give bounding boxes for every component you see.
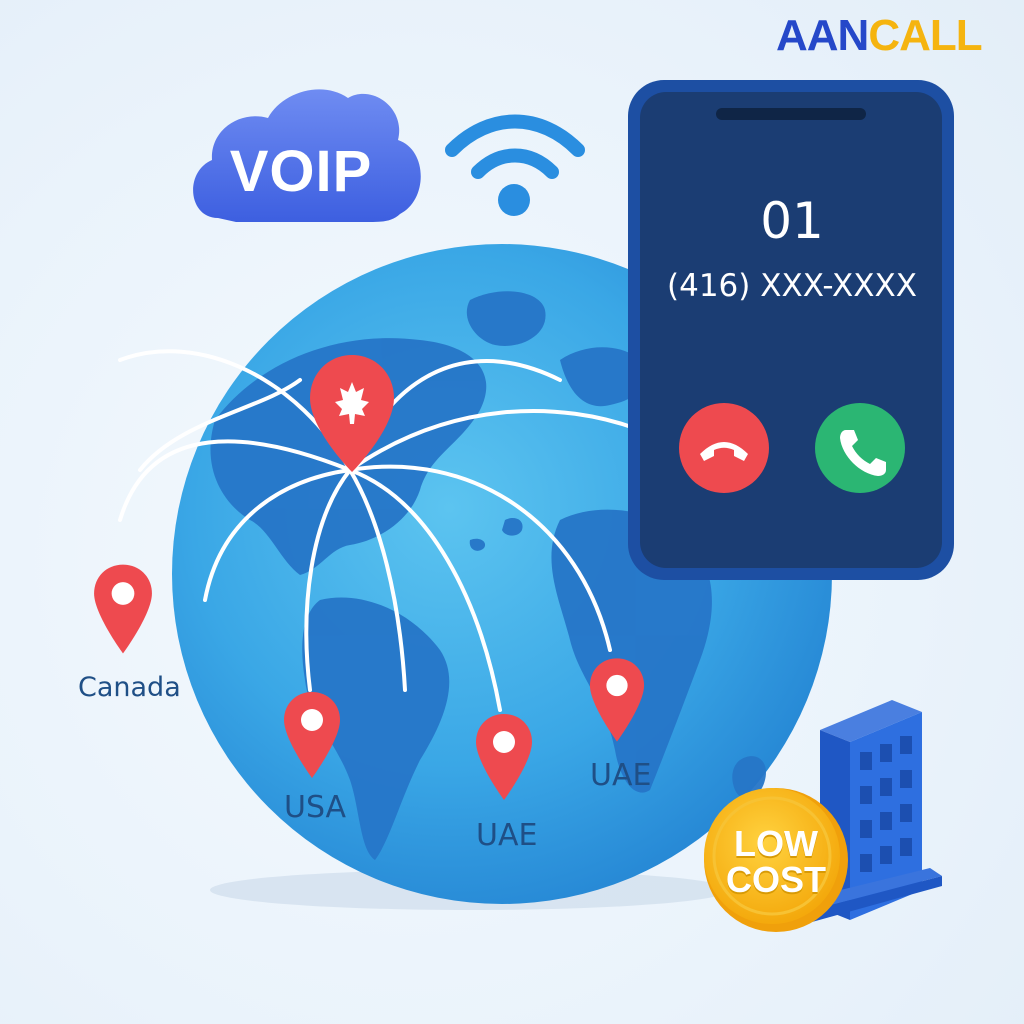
badge-line1: LOW <box>734 823 818 864</box>
caller-number: (416) XXX-XXXX <box>667 268 917 304</box>
location-label-usa: USA <box>284 790 347 825</box>
canada-pin-icon <box>94 564 152 654</box>
phone-hangup-icon <box>700 442 748 461</box>
location-label-uae: UAE <box>476 818 538 853</box>
brand-logo: AANCALL <box>776 10 983 62</box>
decline-call-button[interactable] <box>679 403 769 493</box>
logo-part2: CALL <box>868 11 982 60</box>
badge-line2: COST <box>725 859 826 900</box>
low-cost-badge <box>704 788 848 932</box>
caller-code: 01 <box>760 192 824 250</box>
smartphone <box>628 80 954 580</box>
logo-part1: AAN <box>776 11 869 60</box>
location-label-canada: Canada <box>78 672 181 703</box>
location-label-uae-2: UAE <box>590 758 652 793</box>
phone-answer-icon <box>840 430 886 476</box>
cloud-label: VOIP <box>229 139 373 204</box>
accept-call-button[interactable] <box>815 403 905 493</box>
maple-leaf-pin-icon <box>310 355 394 472</box>
low-cost-text: LOW COST <box>708 826 844 898</box>
wifi-icon <box>445 114 585 216</box>
cloud-icon <box>193 89 421 222</box>
